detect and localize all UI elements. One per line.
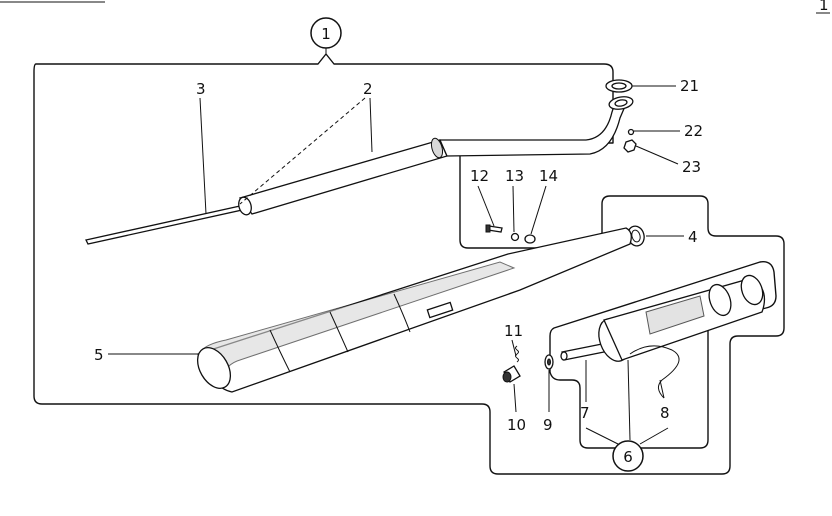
callout-21: 21 (680, 77, 699, 95)
nut-23 (623, 139, 637, 153)
baffle-rear (740, 274, 764, 306)
washer-22 (627, 128, 635, 136)
callout-10-leader (513, 383, 517, 413)
callout-6: 6 (623, 448, 633, 466)
callout-9: 9 (543, 416, 553, 434)
washer-13 (510, 232, 520, 242)
callout-2-leader-b (369, 97, 373, 153)
spring-11 (515, 345, 519, 363)
callout-2-leader-a (239, 97, 366, 205)
pipe-7-end (560, 351, 568, 361)
callout-10: 10 (507, 416, 526, 434)
callout-4: 4 (688, 228, 698, 246)
callout-5: 5 (94, 346, 104, 364)
nut-14 (524, 234, 536, 244)
front-pipe-2-collar (430, 137, 444, 159)
baffle-ring (708, 283, 732, 317)
silencer-5-band-3 (393, 293, 411, 333)
callout-22: 22 (684, 122, 703, 140)
callout-2: 2 (363, 80, 373, 98)
rod-3 (85, 205, 243, 245)
callout-11-leader (511, 339, 517, 357)
washer-9-hole (547, 358, 551, 366)
callout-12-leader (477, 185, 495, 227)
nut-10-face (502, 371, 512, 383)
wire-8 (629, 345, 680, 399)
baffle-mid (645, 295, 705, 335)
callout-6-circle (612, 440, 644, 472)
silencer-5-outlet (196, 347, 232, 389)
callout-3: 3 (196, 80, 206, 98)
gasket-21-hole (611, 82, 627, 90)
callout-6-leader-c (639, 427, 669, 445)
callout-6-leader-b (627, 359, 631, 441)
assembly-6-boundary (549, 261, 777, 449)
assembly-1-boundary (33, 53, 785, 475)
callout-8-leader (659, 379, 665, 399)
bolt-12-head (485, 224, 491, 233)
callout-14-leader (530, 185, 547, 235)
callout-13: 13 (505, 167, 524, 185)
ring-4-inner (631, 229, 641, 243)
corner-mark: 1 (819, 0, 829, 14)
callout-14: 14 (539, 167, 558, 185)
front-pipe-2 (238, 139, 448, 215)
callout-8: 8 (660, 404, 670, 422)
silencer-5 (197, 227, 632, 393)
callout-6-leader-a (585, 427, 619, 445)
silencer-5-slot (426, 301, 454, 319)
callout-23-leader (635, 145, 679, 165)
callout-23: 23 (682, 158, 701, 176)
callout-11: 11 (504, 322, 523, 340)
silencer-5-band-1 (269, 329, 291, 373)
callout-12: 12 (470, 167, 489, 185)
callout-13-leader (512, 185, 515, 233)
callout-7: 7 (580, 404, 590, 422)
silencer-5-band-2 (329, 311, 349, 353)
callout-1: 1 (321, 25, 331, 43)
callout-3-leader (199, 97, 207, 215)
front-pipe-2-end (238, 196, 252, 216)
exhaust-flange-hole (614, 99, 628, 107)
front-pipe-2-bend (439, 99, 627, 157)
